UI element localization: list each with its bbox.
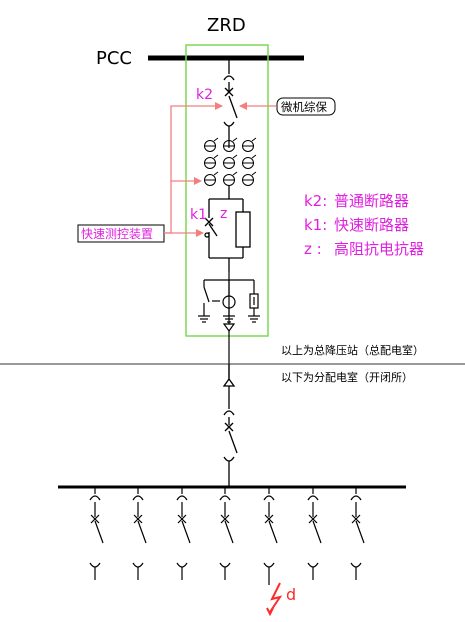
fault-label: d [286,585,296,604]
fast-ctrl-box-label: 快速测控装置 [81,227,153,241]
fault-arrowhead-icon [266,607,274,617]
feeder-4 [219,487,234,580]
lower-bay-devices [198,272,260,378]
k2-breaker [223,87,238,148]
legend: k2: 普通断路器 k1: 快速断路器 z : 高阻抗电抗器 [304,192,424,258]
main-feeder-line [223,58,235,92]
fast-control-annotation: 快速测控装置 [77,224,165,243]
k1-breaker [204,217,218,238]
legend-text-k1: 快速断路器 [334,216,409,234]
substation-boundary [185,44,269,337]
feeder-7 [350,487,365,580]
legend-key-k2: k2: [304,192,327,210]
current-transformers [204,137,257,186]
feeder-3 [176,487,191,580]
relay-box-label: 微机综保 [281,100,327,114]
upper-note: 以上为总降压站（总配电室） [281,343,424,357]
feeder-2 [132,487,147,580]
feeder-6 [307,487,322,580]
relay-protection-annotation: 微机综保 [276,97,336,116]
z-label: z [220,206,227,222]
feeder-5-faulted [263,487,278,585]
legend-key-z: z : [304,240,322,258]
pcc-label: PCC [96,48,132,69]
lower-note: 以下为分配电室（开闭所） [281,370,413,384]
legend-key-k1: k1: [304,216,327,234]
incoming-feeder [222,364,238,486]
zrd-label: ZRD [207,15,246,36]
k1-label: k1 [190,207,207,223]
signal-arrows [164,102,276,237]
legend-text-z: 高阻抗电抗器 [334,240,424,258]
k1-z-parallel-block [208,198,251,272]
k2-label: k2 [196,87,213,103]
legend-text-k2: 普通断路器 [334,192,409,210]
feeder-1 [89,487,104,580]
fault-lightning-icon [269,582,283,613]
